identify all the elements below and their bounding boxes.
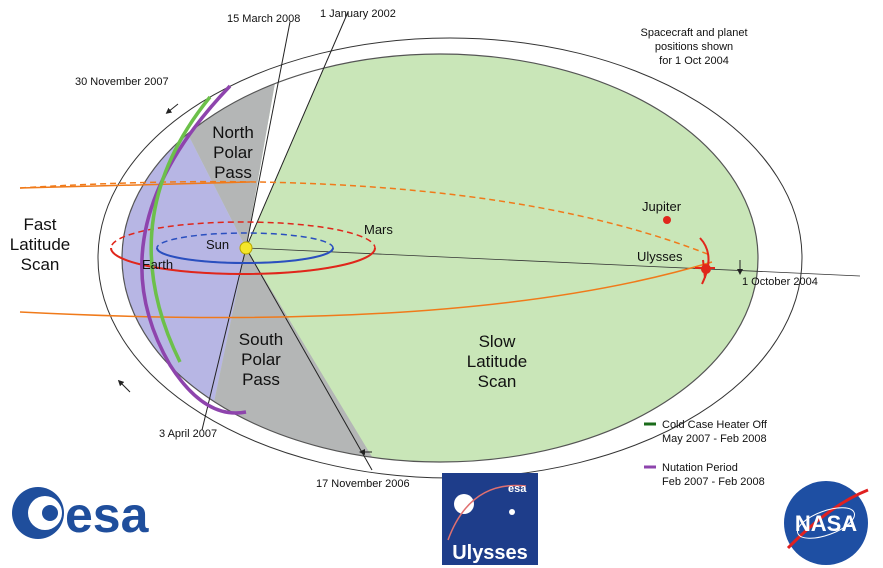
esa-logo-text: esa xyxy=(65,487,150,543)
jupiter-orbit-front xyxy=(19,261,713,319)
esa-logo: esa xyxy=(12,487,150,543)
ulysses-orbit-segment xyxy=(699,237,710,285)
date-oct2004: 1 October 2004 xyxy=(742,276,818,288)
svg-text:Latitude: Latitude xyxy=(467,352,528,371)
svg-text:Latitude: Latitude xyxy=(10,235,71,254)
svg-text:Slow: Slow xyxy=(479,332,517,351)
label-sun: Sun xyxy=(206,237,229,252)
svg-text:Pass: Pass xyxy=(242,370,280,389)
ulysses-badge-text: Ulysses xyxy=(452,542,528,564)
svg-text:Polar: Polar xyxy=(213,143,253,162)
line-mar2008 xyxy=(245,21,291,249)
heater-off-arc xyxy=(149,95,212,363)
label-slow-latitude-scan: Slow Latitude Scan xyxy=(467,332,528,391)
svg-text:Scan: Scan xyxy=(478,372,517,391)
label-jupiter: Jupiter xyxy=(642,199,682,214)
line-oct2004 xyxy=(245,247,861,277)
region-south-polar-gray xyxy=(200,248,380,462)
ulysses-badge-esa: esa xyxy=(508,483,527,495)
svg-text:Scan: Scan xyxy=(21,255,60,274)
label-south-polar-pass: South Polar Pass xyxy=(239,330,283,389)
line-jan2002 xyxy=(245,11,349,249)
label-mars: Mars xyxy=(364,222,393,237)
label-north-polar-pass: North Polar Pass xyxy=(212,123,254,182)
note-line2: positions shown xyxy=(655,41,733,53)
svg-text:Pass: Pass xyxy=(214,163,252,182)
jupiter-orbit-top-left xyxy=(19,181,251,189)
date-mar2008: 15 March 2008 xyxy=(227,13,300,25)
label-ulysses: Ulysses xyxy=(637,249,683,264)
ulysses-spacecraft-icon xyxy=(695,259,715,279)
ulysses-badge: esa Ulysses xyxy=(442,473,538,565)
region-fast-latitude-fill xyxy=(122,60,246,462)
svg-text:South: South xyxy=(239,330,283,349)
legend: Cold Case Heater Off May 2007 - Feb 2008… xyxy=(644,419,768,488)
date-jan2002: 1 January 2002 xyxy=(320,8,396,20)
line-nov2006 xyxy=(245,247,373,471)
jupiter-body xyxy=(663,216,671,224)
mars-orbit-front xyxy=(110,247,376,275)
legend-nutation-line1: Nutation Period xyxy=(662,462,738,474)
sun-body xyxy=(239,241,253,255)
date-nov2006: 17 November 2006 xyxy=(316,478,410,490)
svg-text:Fast: Fast xyxy=(23,215,56,234)
arrow-bottom-left xyxy=(117,379,131,393)
svg-text:North: North xyxy=(212,123,254,142)
jupiter-orbit-back xyxy=(19,180,711,256)
svg-text:Polar: Polar xyxy=(241,350,281,369)
legend-heater-line1: Cold Case Heater Off xyxy=(662,419,768,431)
date-nov2007: 30 November 2007 xyxy=(75,76,169,88)
label-earth: Earth xyxy=(142,257,173,272)
label-fast-latitude-scan: Fast Latitude Scan xyxy=(10,215,71,274)
legend-nutation-line2: Feb 2007 - Feb 2008 xyxy=(662,476,765,488)
earth-orbit-front xyxy=(156,247,334,264)
arrow-top-left xyxy=(165,103,179,114)
nasa-logo-text: NASA xyxy=(795,511,857,536)
note-line1: Spacecraft and planet xyxy=(640,27,747,39)
date-apr2007: 3 April 2007 xyxy=(159,428,217,440)
nutation-arc xyxy=(140,84,247,415)
nasa-logo: NASA xyxy=(784,481,869,565)
note-line3: for 1 Oct 2004 xyxy=(659,55,729,67)
line-apr2007 xyxy=(201,247,247,431)
legend-heater-line2: May 2007 - Feb 2008 xyxy=(662,433,767,445)
